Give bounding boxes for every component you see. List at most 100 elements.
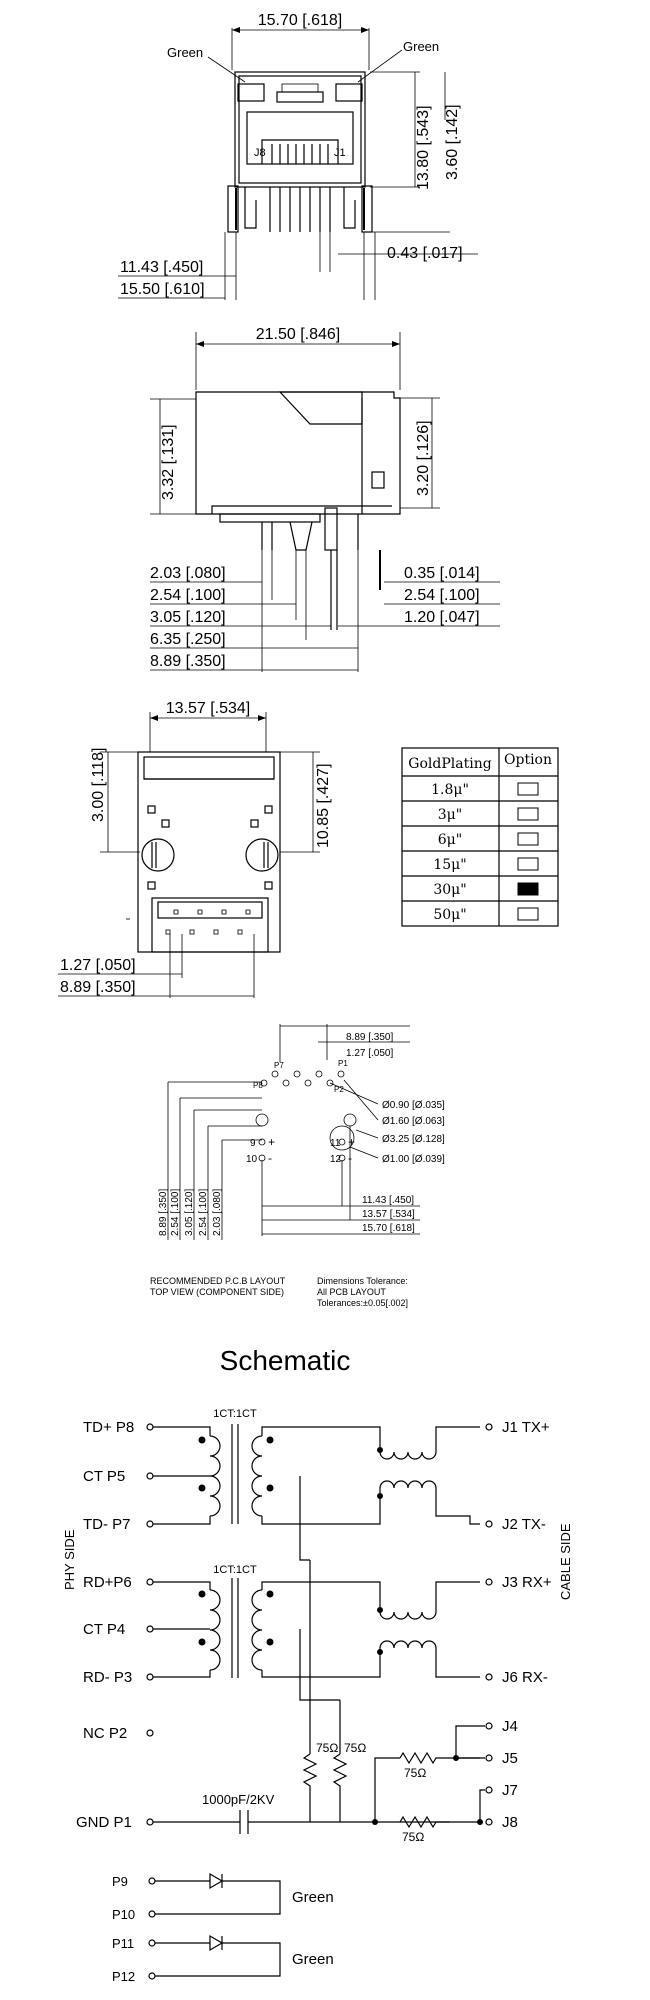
pcb-note-left-2: TOP VIEW (COMPONENT SIDE) [150, 1287, 284, 1297]
front-height2-dim: 3.60 [.142] [444, 104, 461, 180]
pin-rd-minus: RD- P3 [83, 1669, 132, 1686]
resistor-label-1: 75Ω [316, 1741, 338, 1755]
side-dim-right-3: 1.20 [.047] [404, 609, 480, 626]
pin-p11: P11 [112, 1936, 134, 1951]
plating-option-checkbox [517, 857, 539, 871]
phy-side-label: PHY SIDE [62, 1529, 77, 1590]
plating-option-checkbox [517, 907, 539, 921]
schematic-title: Schematic [220, 1345, 351, 1376]
front-led-right-label: Green [403, 39, 439, 54]
pcb-top-dim-2: 1.27 [.050] [346, 1048, 393, 1059]
pin-j4: J4 [502, 1718, 518, 1735]
bottom-left-height-dim: 3.00 [.118] [90, 748, 107, 822]
pcb-hdim-2: 13.57 [.534] [362, 1209, 415, 1220]
pcb-layout: 8.89 [.350] 1.27 [.050] P7 P8 P1 P2 9 10… [150, 1024, 445, 1308]
pcb-vdim-2: 2.54 [.100] [170, 1189, 181, 1236]
plating-option-checkbox [517, 807, 539, 821]
pcb-pin-p8: P8 [253, 1081, 263, 1090]
pin-j2-tx-minus: J2 TX- [502, 1516, 546, 1533]
svg-text:+: + [268, 1135, 275, 1149]
bottom-right-height-dim: 10.85 [.427] [315, 763, 332, 848]
pcb-vdim-1: 8.89 [.350] [158, 1189, 169, 1236]
side-right-height-dim: 3.20 [.126] [415, 420, 432, 496]
side-dim-left-1: 2.03 [.080] [150, 565, 226, 582]
plating-option-checkbox [517, 782, 539, 796]
pcb-top-dim-1: 8.89 [.350] [346, 1032, 393, 1043]
resistor-label-2: 75Ω [344, 1741, 366, 1755]
side-dim-left-4: 6.35 [.250] [150, 631, 226, 648]
plating-value-1: 1.8μ" [431, 782, 469, 798]
side-length-dim: 21.50 [.846] [256, 326, 341, 343]
plating-value-5: 30μ" [433, 882, 466, 898]
side-dim-right-2: 2.54 [.100] [404, 587, 480, 604]
rj45-contacts [271, 144, 329, 164]
pcb-hole-dim-2: Ø1.60 [Ø.063] [382, 1116, 445, 1127]
front-width-dim: 15.70 [.618] [258, 12, 343, 29]
pcb-pin-p1: P1 [338, 1059, 348, 1068]
pin-j7: J7 [502, 1782, 518, 1799]
plating-option-checkbox [517, 882, 539, 896]
bottom-width-dim: 13.57 [.534] [166, 700, 251, 717]
side-left-height-dim: 3.32 [.131] [160, 424, 177, 500]
bottom-dim-a: 1.27 [.050] [60, 957, 136, 974]
front-peg-spacing-dim: 11.43 [.450] [120, 259, 203, 276]
led-1-label: Green [292, 1889, 334, 1906]
front-pin-j8: J8 [254, 147, 266, 159]
pcb-led-pin-11: 11 [330, 1138, 341, 1149]
pcb-hole-dim-3: Ø3.25 [Ø.128] [382, 1134, 445, 1145]
led-2-label: Green [292, 1951, 334, 1968]
transformer-ratio-1: 1CT:1CT [213, 1408, 257, 1420]
bottom-dim-b: 8.89 [.350] [60, 979, 136, 996]
front-pin-dim: 0.43 [.017] [387, 245, 463, 262]
front-view: 15.70 [.618] Green Green J8 J1 [118, 12, 478, 300]
pin-p9: P9 [112, 1874, 128, 1889]
pin-p12: P12 [112, 1969, 135, 1984]
pin-td-plus: TD+ P8 [83, 1419, 134, 1436]
plating-value-3: 6μ" [438, 832, 462, 848]
pcb-led-pin-12: 12 [330, 1154, 342, 1165]
pin-gnd-p1: GND P1 [76, 1814, 132, 1831]
pcb-pin-holes [260, 1070, 345, 1087]
plating-option-checkbox [517, 832, 539, 846]
transformer-ratio-2: 1CT:1CT [213, 1564, 257, 1576]
pcb-hole-dim-1: Ø0.90 [Ø.035] [382, 1100, 445, 1111]
table-header-goldplating: GoldPlating [408, 756, 491, 772]
plating-value-2: 3μ" [438, 807, 462, 823]
pin-j8: J8 [502, 1814, 518, 1831]
pcb-note-right-3: Tolerances:±0.05[.002] [317, 1298, 408, 1308]
pcb-pin-p7: P7 [274, 1061, 284, 1070]
pin-nc-p2: NC P2 [83, 1725, 127, 1742]
pin-ct-p4: CT P4 [83, 1621, 125, 1638]
pin-td-minus: TD- P7 [83, 1516, 131, 1533]
pcb-led-pin-10: 10 [246, 1154, 258, 1165]
side-dim-left-2: 2.54 [.100] [150, 587, 226, 604]
pin-ct-p5: CT P5 [83, 1468, 125, 1485]
front-pin-j1: J1 [334, 147, 346, 159]
resistor-label-4: 75Ω [402, 1830, 424, 1844]
pcb-vdim-5: 2.03 [.080] [212, 1189, 223, 1236]
pcb-hole-dim-4: Ø1.00 [Ø.039] [382, 1154, 445, 1165]
pcb-hdim-1: 11.43 [.450] [362, 1195, 414, 1206]
pin-j6-rx-minus: J6 RX- [502, 1669, 548, 1686]
pcb-hdim-3: 15.70 [.618] [362, 1223, 415, 1234]
side-dim-left-5: 8.89 [.350] [150, 653, 226, 670]
front-led-left-label: Green [167, 45, 203, 60]
capacitor-label: 1000pF/2KV [202, 1792, 275, 1807]
pin-p10: P10 [112, 1907, 135, 1922]
bottom-view: 13.57 [.534] 3.00 [.118] 10.85 [58, 700, 332, 998]
gold-plating-table: GoldPlating Option 1.8μ" 3μ" 6μ" 15μ" 30… [401, 747, 559, 927]
front-height-dim: 13.80 [.543] [415, 105, 432, 190]
side-view: 21.50 [.846] 3.32 [.131] 3.20 [.126] [150, 326, 500, 672]
side-dim-left-3: 3.05 [.120] [150, 609, 226, 626]
cable-side-label: CABLE SIDE [558, 1523, 573, 1600]
svg-text:-: - [268, 1151, 272, 1165]
pin-j5: J5 [502, 1750, 518, 1767]
pcb-vdim-3: 3.05 [.120] [184, 1189, 195, 1236]
table-header-option: Option [504, 752, 552, 768]
pcb-vdim-4: 2.54 [.100] [198, 1189, 209, 1236]
pcb-note-right-2: All PCB LAYOUT [317, 1287, 386, 1297]
plating-value-4: 15μ" [433, 857, 466, 873]
svg-text:+: + [348, 1135, 355, 1149]
resistor-label-3: 75Ω [404, 1766, 426, 1780]
pcb-led-pin-9: 9 [250, 1138, 256, 1149]
